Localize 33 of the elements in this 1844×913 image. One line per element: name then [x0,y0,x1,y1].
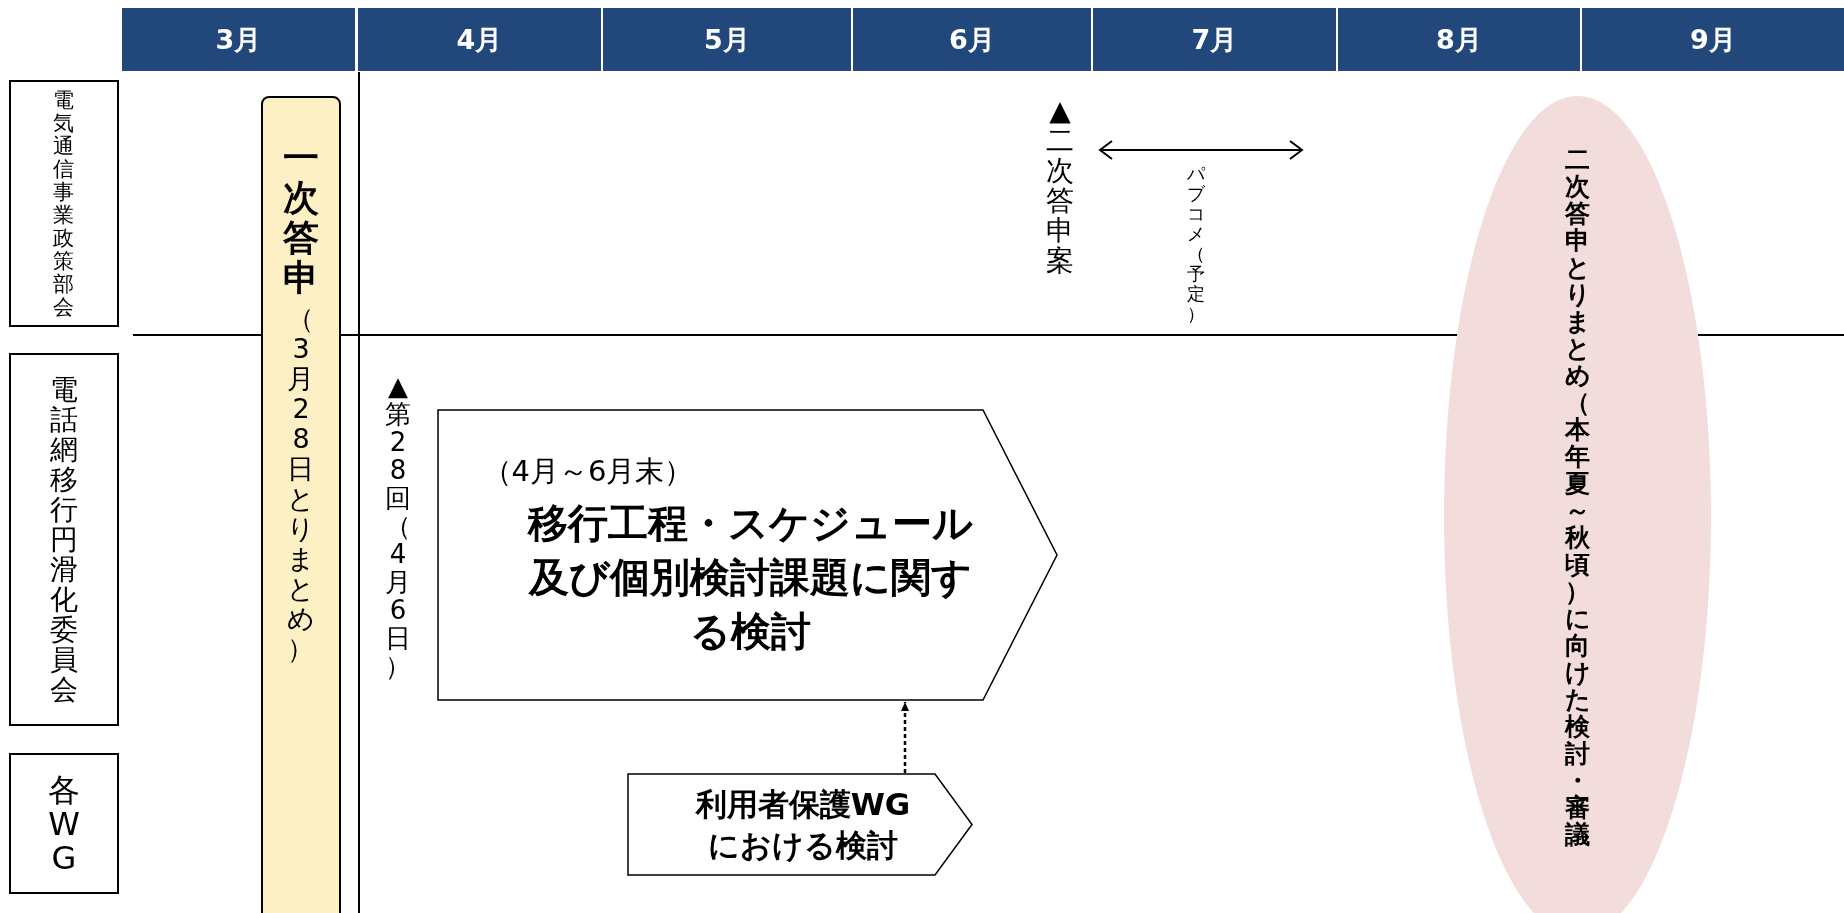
review-text: 二次答申とりまとめ（本年夏～秋頃）に向けた検討・審議 [1563,146,1592,848]
committee-name: 電話網移行円滑化委員会 [49,374,79,705]
row-label-box [9,353,119,726]
header-cell [1093,8,1336,71]
month-label: 3月 [215,22,262,57]
header-cell [358,8,601,71]
process-arrow-box [627,773,973,876]
process-arrow-box [437,409,1058,701]
header-cell [122,8,355,71]
milestone-bar [261,96,341,913]
arrow [901,702,909,773]
schedule-note: パブコメ（予定） [1186,164,1207,324]
header-cell [603,8,851,71]
committee-name: 各WG [47,772,81,875]
month-label: 8月 [1436,22,1482,57]
month-label: 4月 [456,22,503,57]
month-label: 7月 [1191,22,1238,57]
month-label: 5月 [704,22,750,57]
milestone-title: 一次答申 [282,138,320,298]
committee-name: 電気通信事業政策部会 [52,88,76,319]
milestone-label: ▲第28回（4月6日） [383,372,412,680]
month-label: 9月 [1690,22,1736,57]
row-label-box [9,753,119,894]
period-text: （4月～6月末） [482,453,695,490]
milestone-label: ▲二次答申案 [1045,96,1076,276]
header-cell [1338,8,1580,71]
header-cell [1582,8,1844,71]
task-title: 移行工程・スケジュール及び個別検討課題に関する検討 [526,499,974,656]
milestone-date: （3月28日とりまとめ） [286,304,316,664]
task-title: 利用者保護WGにおける検討 [694,785,912,865]
header-cell [853,8,1091,71]
month-label: 6月 [949,22,995,57]
row-label-box [9,80,119,327]
